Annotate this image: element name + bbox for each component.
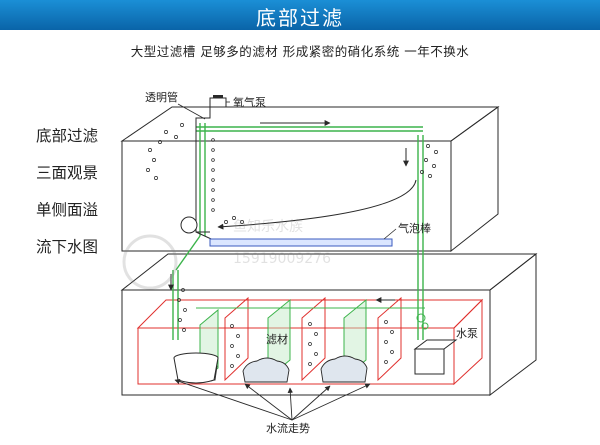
- compartment-side: [453, 298, 483, 386]
- pump-bubbles: [416, 313, 429, 330]
- air-pump-cap: [213, 95, 223, 98]
- bubble-icon: [230, 320, 394, 368]
- bubbles: [146, 123, 438, 368]
- leader-line: [177, 103, 206, 120]
- media-heap: [242, 357, 290, 383]
- overflow-pipe: [199, 123, 206, 236]
- chamber-divider: [301, 296, 326, 382]
- label-filter-media: 滤材: [266, 332, 288, 346]
- leader-line: [383, 228, 397, 240]
- side-caption-line: 三面观景: [36, 164, 99, 182]
- water-pump-box: [413, 339, 458, 375]
- compartment-top: [136, 299, 484, 329]
- arrow-icon: [217, 179, 417, 230]
- bubble-icon: [224, 216, 244, 224]
- upper-tank: [120, 106, 500, 253]
- drop-pipe: [172, 270, 179, 340]
- bubble-icon: [211, 138, 215, 212]
- watermark-phone: 15919009276: [233, 251, 331, 267]
- air-bar-body: [209, 238, 393, 247]
- pump-box-front: [414, 348, 445, 375]
- bubble-icon: [421, 322, 429, 330]
- intake-strainer: [180, 216, 198, 234]
- sump-bucket: [173, 352, 219, 384]
- filter-chambers: [224, 296, 402, 382]
- arrow-icon: [287, 387, 293, 421]
- bubble-icon: [420, 144, 438, 178]
- green-pipes: [172, 123, 425, 340]
- side-caption-line: 底部过滤: [36, 127, 99, 145]
- watermark-seal: [122, 234, 178, 290]
- media-heap: [320, 355, 368, 383]
- watermark: 鱼知乐水族 15919009276: [122, 218, 331, 290]
- arrow-icon: [174, 379, 293, 421]
- lower-sump: [120, 252, 538, 397]
- upper-tank-side: [450, 106, 499, 253]
- sump-side: [489, 252, 537, 397]
- upper-tank-top: [120, 106, 500, 142]
- bubble-icon: [146, 123, 184, 180]
- air-pump: [209, 95, 227, 108]
- bucket-body: [173, 357, 219, 384]
- side-caption-line: 单侧面溢: [36, 201, 99, 219]
- title-banner: 底部过滤: [0, 0, 600, 30]
- arrow-icon: [291, 383, 371, 421]
- pump-box-top: [413, 339, 458, 350]
- banner-title: 底部过滤: [256, 6, 344, 30]
- air-pump-body: [209, 97, 227, 108]
- flow-arrows: [168, 120, 417, 303]
- arrow-icon: [244, 383, 293, 421]
- label-flow-direction: 水流走势: [266, 421, 310, 435]
- diagram-labels: 透明管 氧气泵 气泡棒 滤材 水泵 水流走势: [145, 90, 478, 435]
- bubble-icon: [177, 288, 187, 332]
- side-caption-line: 流下水图: [36, 238, 99, 256]
- drop-pipe-bend: [175, 235, 201, 271]
- filter-compartment: [136, 298, 484, 386]
- label-transparent-tube: 透明管: [145, 90, 178, 104]
- side-caption: 底部过滤 三面观景 单侧面溢 流下水图: [36, 118, 98, 266]
- pump-riser-pipe: [417, 135, 424, 340]
- subtitle: 大型过滤槽 足够多的滤材 形成紧密的硝化系统 一年不换水: [130, 44, 470, 59]
- bubble-icon: [416, 313, 426, 323]
- watermark-text: 鱼知乐水族: [233, 218, 303, 235]
- chamber-divider: [377, 296, 402, 382]
- arrow-icon: [291, 385, 331, 421]
- banner-background: [0, 0, 600, 30]
- flow-direction-arrows: [174, 379, 371, 421]
- label-air-bar: 气泡棒: [398, 221, 431, 235]
- label-water-pump: 水泵: [456, 327, 478, 340]
- label-air-pump: 氧气泵: [233, 95, 266, 109]
- air-bar: [209, 238, 393, 247]
- return-pipe: [196, 126, 423, 132]
- transparent-tube: [195, 107, 211, 233]
- label-leaders: [177, 101, 397, 240]
- chamber-divider: [224, 296, 249, 382]
